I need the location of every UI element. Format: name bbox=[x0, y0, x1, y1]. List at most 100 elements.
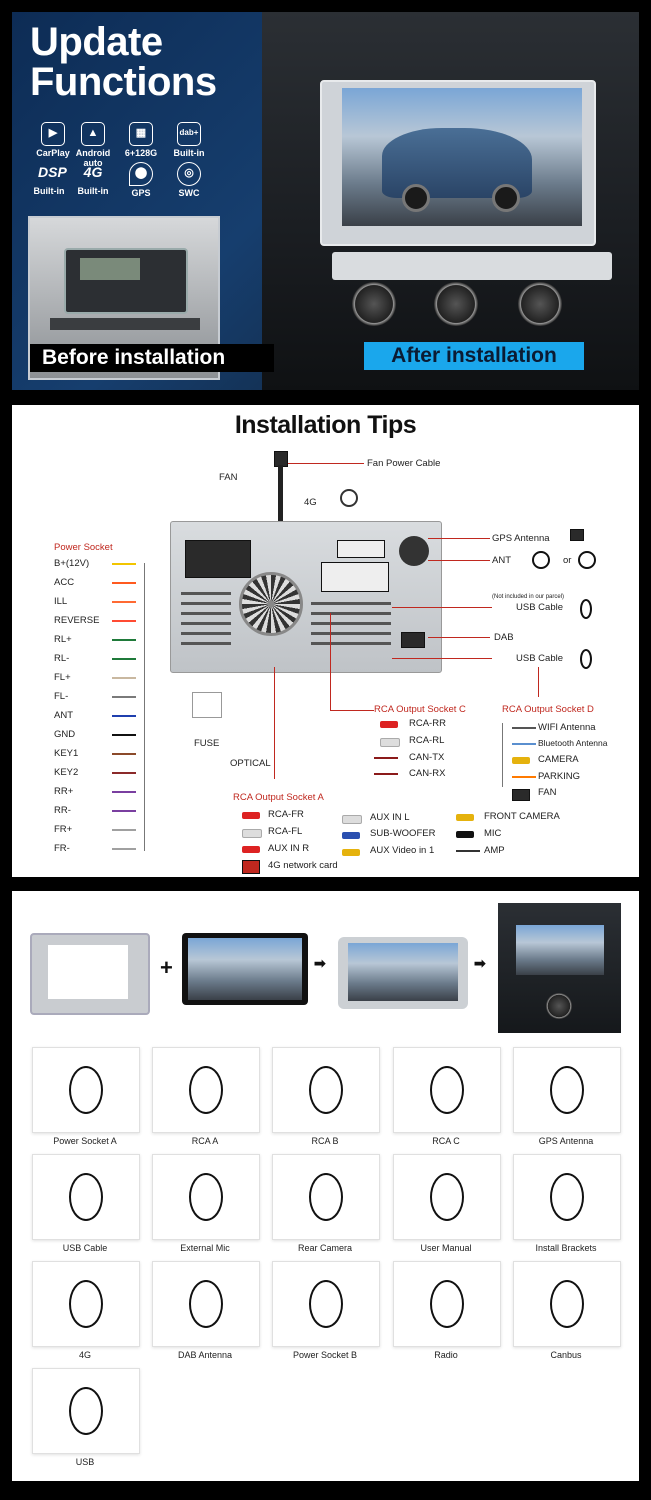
head-unit-rear-board bbox=[170, 521, 442, 673]
accessory-icon bbox=[550, 1173, 584, 1221]
socket-d-item-bluetooth: Bluetooth Antenna bbox=[538, 738, 608, 748]
usb-cable-1-label: USB Cable bbox=[516, 602, 563, 613]
accessory-icon bbox=[550, 1066, 584, 1114]
hero-panel: Update Functions ▶CarPlay ▲Android auto … bbox=[12, 12, 639, 390]
4g-label: 4G bbox=[304, 497, 317, 508]
accessory-label: Power Socket A bbox=[53, 1136, 117, 1146]
power-pin-label: B+(12V) bbox=[54, 558, 90, 569]
amp-wire bbox=[456, 850, 480, 852]
after-installation-label: After installation bbox=[364, 342, 584, 370]
wifi-antenna-wire bbox=[512, 727, 536, 729]
accessory-image bbox=[272, 1047, 380, 1133]
power-pin-label: KEY2 bbox=[54, 767, 79, 778]
power-pin-wire bbox=[112, 829, 136, 831]
power-pin-label: ACC bbox=[54, 577, 75, 588]
socket-d-item-fan: FAN bbox=[538, 787, 557, 798]
accessory-image bbox=[513, 1154, 621, 1240]
chip-icon: ▦ bbox=[129, 122, 153, 146]
accessory-label: 4G bbox=[78, 1350, 91, 1360]
socket-a-item-aux-in-r: AUX IN R bbox=[268, 843, 310, 854]
power-pin-label: RR- bbox=[54, 805, 71, 816]
climate-knob-center bbox=[434, 282, 478, 326]
dab-label: DAB bbox=[494, 632, 514, 643]
power-pin-label: FR+ bbox=[54, 824, 73, 835]
car-dashboard-image bbox=[262, 12, 639, 390]
assembled-unit-image bbox=[338, 937, 468, 1009]
power-pin-label: ANT bbox=[54, 710, 73, 721]
accessory-icon bbox=[430, 1173, 464, 1221]
fan-power-cable-label: Fan Power Cable bbox=[367, 458, 441, 469]
accessory-image bbox=[272, 1154, 380, 1240]
power-pin-wire bbox=[112, 658, 136, 660]
accessory-image bbox=[152, 1154, 260, 1240]
rca-fl-plug bbox=[242, 829, 262, 838]
aux-in-l-plug bbox=[342, 815, 362, 824]
fan-power-cable bbox=[278, 465, 283, 565]
optical-label: OPTICAL bbox=[230, 758, 271, 769]
power-pin-label: REVERSE bbox=[54, 615, 100, 626]
accessory-image bbox=[152, 1047, 260, 1133]
4g-icon: 4G bbox=[83, 164, 103, 180]
socket-c-item-rca-rl: RCA-RL bbox=[409, 735, 445, 746]
hero-title-line1: Update bbox=[30, 20, 163, 64]
mic-plug bbox=[456, 831, 474, 838]
socket-d-item-parking: PARKING bbox=[538, 771, 581, 782]
aux-item-aux-video: AUX Video in 1 bbox=[370, 845, 435, 856]
power-pin-label: ILL bbox=[54, 596, 68, 607]
4g-antenna-icon bbox=[340, 489, 358, 507]
arrow-2-icon: ➡ bbox=[474, 955, 486, 971]
accessory-label: USB Cable bbox=[62, 1243, 108, 1253]
hero-title-line2: Functions bbox=[30, 60, 217, 104]
accessory-icon bbox=[309, 1280, 343, 1328]
accessory-icon bbox=[430, 1280, 464, 1328]
accessory-label: GPS Antenna bbox=[538, 1136, 594, 1146]
accessory-label: User Manual bbox=[420, 1243, 472, 1253]
power-pin-wire bbox=[112, 848, 136, 850]
android-auto-icon: ▲ bbox=[81, 122, 105, 146]
socket-c-item-can-rx: CAN-RX bbox=[409, 768, 446, 779]
accessory-label: Power Socket B bbox=[292, 1350, 358, 1360]
power-pin-label: FL- bbox=[54, 691, 69, 702]
rca-rr-plug bbox=[380, 721, 398, 728]
arrow-1-icon: ➡ bbox=[314, 955, 326, 971]
accessory-icon bbox=[189, 1066, 223, 1114]
power-pin-wire bbox=[112, 772, 136, 774]
power-pin-wire bbox=[112, 810, 136, 812]
power-pin-label: GND bbox=[54, 729, 76, 740]
power-pin-wire bbox=[112, 563, 136, 565]
carplay-icon: ▶ bbox=[41, 122, 65, 146]
socket-d-title: RCA Output Socket D bbox=[502, 704, 594, 715]
dab-icon: dab+ bbox=[177, 122, 201, 146]
plus-sign: + bbox=[160, 955, 173, 980]
front-item-mic: MIC bbox=[484, 828, 502, 839]
socket-a-item-rca-fr: RCA-FR bbox=[268, 809, 304, 820]
accessory-icon bbox=[189, 1280, 223, 1328]
accessory-label: External Mic bbox=[180, 1243, 230, 1253]
installed-in-car-image bbox=[498, 903, 621, 1033]
accessory-image bbox=[32, 1047, 140, 1133]
power-socket-title: Power Socket bbox=[54, 542, 113, 553]
socket-d-item-wifi: WIFI Antenna bbox=[538, 722, 596, 733]
front-camera-plug bbox=[456, 814, 474, 821]
power-pin-label: FR- bbox=[54, 843, 70, 854]
ant-label: ANT bbox=[492, 555, 511, 566]
can-tx-wire bbox=[374, 757, 398, 759]
power-pin-wire bbox=[112, 601, 136, 603]
gps-icon: ⬤ bbox=[129, 162, 153, 186]
accessory-label: Canbus bbox=[550, 1350, 582, 1360]
power-pin-wire bbox=[112, 753, 136, 755]
accessory-image bbox=[513, 1261, 621, 1347]
accessory-icon bbox=[69, 1066, 103, 1114]
power-pin-wire bbox=[112, 696, 136, 698]
accessory-image bbox=[393, 1047, 501, 1133]
socket-a-item-4g-card: 4G network card bbox=[268, 860, 338, 871]
feature-dab: dab+Built-in bbox=[166, 122, 212, 158]
gps-port bbox=[399, 536, 429, 566]
front-item-front-camera: FRONT CAMERA bbox=[484, 811, 560, 822]
camera-plug bbox=[512, 757, 530, 764]
accessory-label: Radio bbox=[434, 1350, 458, 1360]
swc-icon: ◎ bbox=[177, 162, 201, 186]
power-pin-wire bbox=[112, 677, 136, 679]
